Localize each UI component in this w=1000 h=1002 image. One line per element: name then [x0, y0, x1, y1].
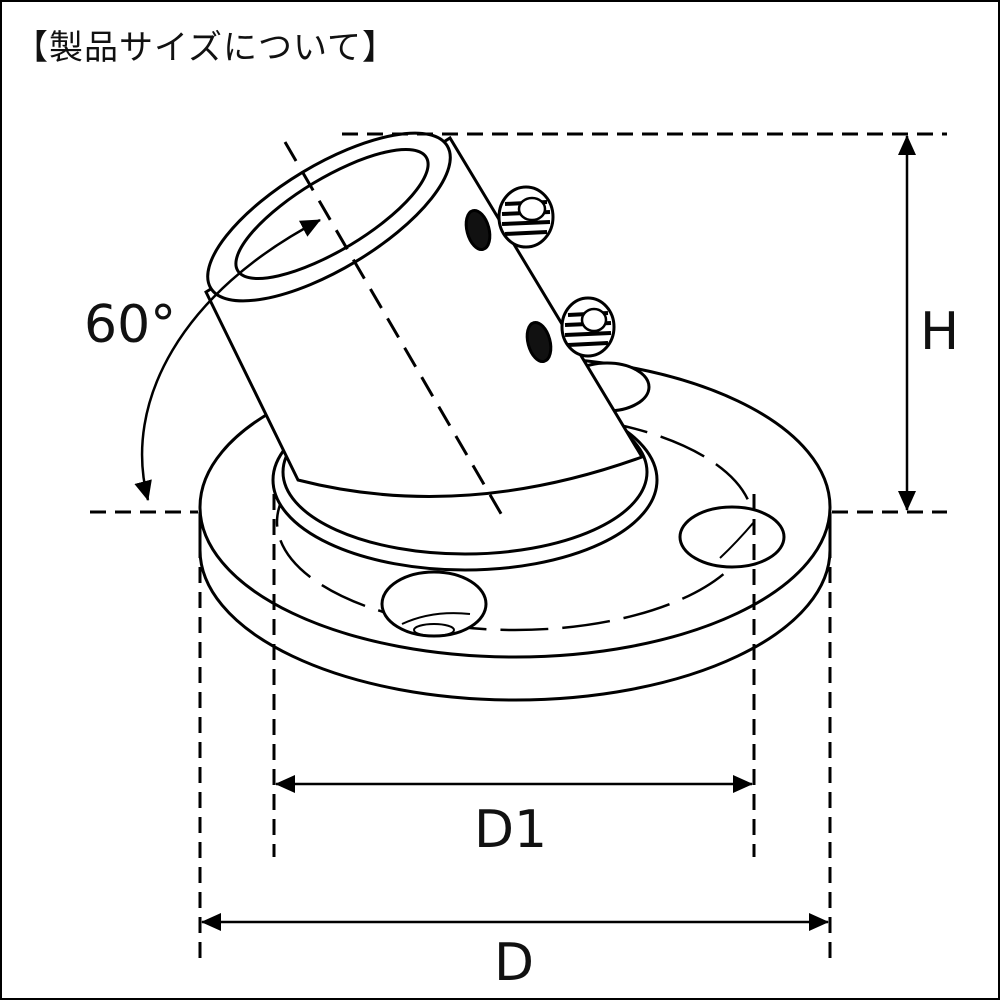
mounting-hole-right	[678, 505, 786, 569]
mounting-hole-front	[380, 570, 488, 638]
angle-label: 60°	[84, 295, 176, 355]
set-screw-lower	[525, 296, 616, 364]
set-screw-upper	[464, 185, 555, 252]
outer-diameter-label: D	[494, 933, 534, 993]
height-label: H	[920, 302, 959, 362]
dimension-lines	[90, 132, 947, 967]
page-title: 【製品サイズについて】	[14, 28, 397, 68]
inner-diameter-label: D1	[474, 800, 547, 860]
